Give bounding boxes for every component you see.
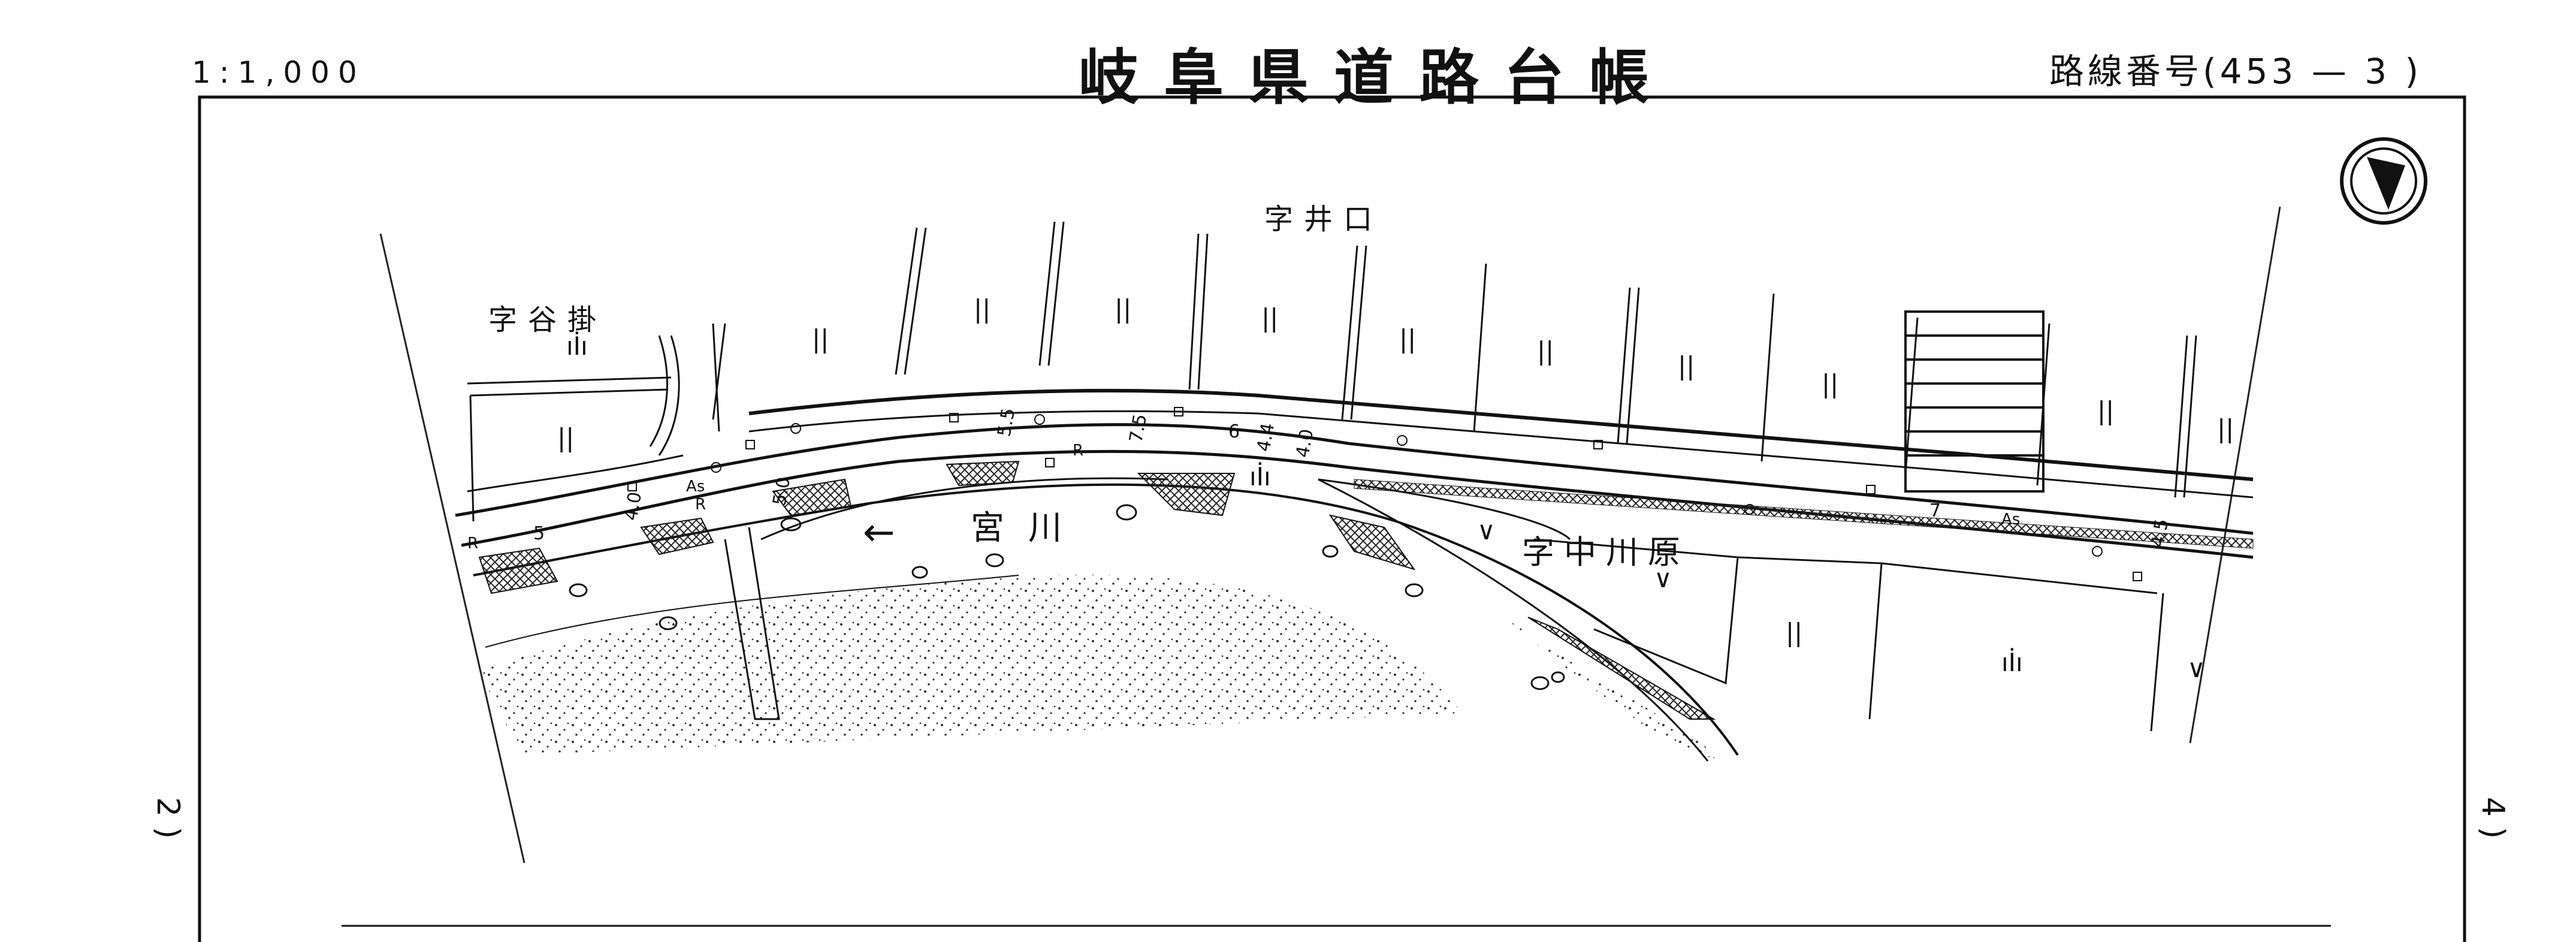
river-name: 宮川 <box>971 509 1086 548</box>
parcel-lines <box>467 221 2197 732</box>
svg-text:5: 5 <box>533 523 545 544</box>
svg-text:||: || <box>1786 618 1802 647</box>
place-name-nakagawara: 字中川原 <box>1522 533 1690 571</box>
river-flow-arrow: ← <box>863 511 895 555</box>
map-scale: 1:1,000 <box>192 55 366 90</box>
svg-text:||: || <box>1678 351 1695 381</box>
svg-text:∨: ∨ <box>1654 564 1672 593</box>
svg-text:5.5: 5.5 <box>993 406 1019 438</box>
svg-text:4.4: 4.4 <box>1253 421 1279 453</box>
svg-text:||: || <box>1537 336 1554 366</box>
svg-text:||: || <box>557 423 574 452</box>
svg-text:||: || <box>1399 324 1416 354</box>
svg-text:ıİı: ıİı <box>2001 647 2023 677</box>
north-arrow-icon <box>2340 137 2427 225</box>
svg-text:||: || <box>1261 303 1278 333</box>
page-title: 岐阜県道路台帳 <box>1079 43 1674 113</box>
sand-bar <box>479 574 1462 755</box>
svg-text:5.0: 5.0 <box>769 475 795 507</box>
svg-text:As: As <box>2001 511 2020 529</box>
side-page-mark-right: 4 ) <box>2475 797 2511 839</box>
road-furniture <box>627 407 2142 581</box>
svg-text:R: R <box>695 496 706 514</box>
side-page-mark-left: 2 ) <box>150 797 186 839</box>
map-frame <box>198 95 2466 942</box>
svg-text:∨: ∨ <box>1477 516 1496 545</box>
sand-bar-east <box>1498 611 1726 761</box>
svg-text:ıİı: ıİı <box>1249 461 1271 491</box>
svg-text:4.0: 4.0 <box>1292 427 1318 459</box>
svg-text:As: As <box>686 478 705 496</box>
svg-text:6: 6 <box>1228 421 1240 442</box>
svg-text:4.0: 4.0 <box>620 490 646 522</box>
svg-text:∨: ∨ <box>2187 654 2206 683</box>
svg-text:R: R <box>1073 442 1083 460</box>
svg-text:R: R <box>467 535 478 552</box>
building-block <box>1904 310 2045 493</box>
route-number: 路線番号(453 — 3 ) <box>2049 51 2423 92</box>
svg-text:||: || <box>2097 396 2114 425</box>
svg-text:7: 7 <box>1929 500 1941 521</box>
river-rocks <box>569 504 1565 690</box>
land-use-symbols: || || || || || || || || || || || || ıİı ıİı ıİı ∨ ∨… <box>557 294 2234 683</box>
pavement-labels: As R As R R <box>467 442 2020 552</box>
svg-text:||: || <box>2217 414 2234 443</box>
road-width-labels: 5.5 7.5 6 4.4 4.0 5.0 4.0 5 7 4.5 <box>533 406 2173 549</box>
road-edge-north <box>455 423 2254 535</box>
sheet-boundary-right <box>2189 206 2281 744</box>
svg-text:||: || <box>1822 369 1838 398</box>
svg-text:ıİı: ıİı <box>566 331 588 361</box>
svg-text:||: || <box>812 324 829 354</box>
svg-text:4.5: 4.5 <box>2147 517 2173 549</box>
svg-text:||: || <box>1115 294 1131 324</box>
sheet-boundary-left <box>379 233 526 864</box>
place-name-iguchi: 字井口 <box>1264 203 1383 236</box>
svg-text:7.5: 7.5 <box>1125 412 1151 444</box>
place-name-tanikake: 字谷掛 <box>488 303 607 337</box>
svg-text:||: || <box>974 294 990 324</box>
